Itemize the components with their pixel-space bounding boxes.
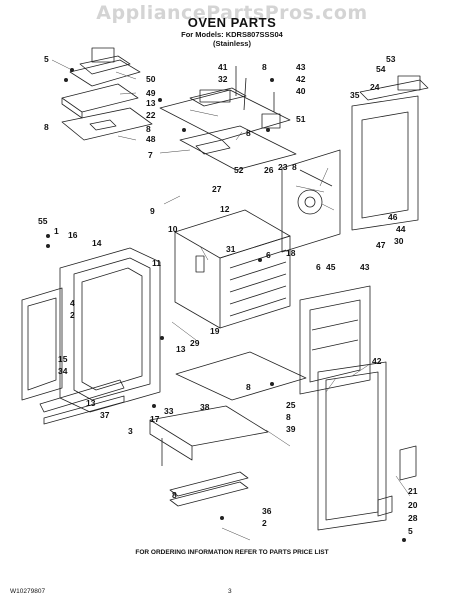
callout-32: 32	[218, 74, 228, 84]
callout-8: 8	[172, 490, 177, 500]
callout-15: 15	[58, 354, 68, 364]
fasteners	[46, 68, 406, 542]
callout-35: 35	[350, 90, 360, 100]
callout-8: 8	[44, 122, 49, 132]
callout-47: 47	[376, 240, 386, 250]
callout-6: 6	[266, 250, 271, 260]
callout-26: 26	[264, 165, 274, 175]
callout-3: 3	[128, 426, 133, 436]
callout-20: 20	[408, 500, 418, 510]
callout-14: 14	[92, 238, 102, 248]
model-line: For Models: KDRS807SSS04	[181, 30, 283, 39]
callout-51: 51	[296, 114, 306, 124]
callout-17: 17	[150, 414, 160, 424]
callout-13: 13	[146, 98, 156, 108]
callout-54: 54	[376, 64, 386, 74]
callout-30: 30	[394, 236, 404, 246]
model-variant: (Stainless)	[213, 39, 251, 48]
callout-50: 50	[146, 74, 156, 84]
callout-9: 9	[150, 206, 155, 216]
callout-25: 25	[286, 400, 296, 410]
callout-8: 8	[286, 412, 291, 422]
callout-13: 13	[86, 398, 96, 408]
callout-55: 55	[38, 216, 48, 226]
callout-12: 12	[220, 204, 230, 214]
callout-18: 18	[286, 248, 296, 258]
callout-22: 22	[146, 110, 156, 120]
callout-39: 39	[286, 424, 296, 434]
callout-45: 45	[326, 262, 336, 272]
callout-13: 13	[176, 344, 186, 354]
callout-1: 1	[54, 226, 59, 236]
callout-28: 28	[408, 513, 418, 523]
callout-5: 5	[44, 54, 49, 64]
leader-lines	[51, 59, 411, 541]
rear-panel-assembly	[281, 75, 429, 253]
callout-21: 21	[408, 486, 418, 496]
callout-16: 16	[68, 230, 78, 240]
callout-42: 42	[372, 356, 382, 366]
callout-33: 33	[164, 406, 174, 416]
callout-44: 44	[396, 224, 406, 234]
callout-43: 43	[296, 62, 306, 72]
callout-2: 2	[262, 518, 267, 528]
callout-8: 8	[246, 128, 251, 138]
top-assembly	[159, 66, 297, 171]
callout-11: 11	[152, 258, 161, 268]
callout-8: 8	[146, 124, 151, 134]
callout-36: 36	[262, 506, 272, 516]
callout-10: 10	[168, 224, 178, 234]
callout-19: 19	[210, 326, 220, 336]
callout-52: 52	[234, 165, 244, 175]
callout-40: 40	[296, 86, 306, 96]
callout-43: 43	[360, 262, 370, 272]
inner-door-liner	[299, 285, 371, 395]
callout-38: 38	[200, 402, 210, 412]
outer-door-glass	[317, 361, 417, 531]
callout-2: 2	[70, 310, 75, 320]
callout-42: 42	[296, 74, 306, 84]
callout-7: 7	[148, 150, 153, 160]
callout-31: 31	[226, 244, 236, 254]
page-number: 3	[228, 588, 232, 595]
bottom-panel-drawer	[149, 351, 307, 507]
watermark: AppliancePartsPros.com	[96, 2, 368, 24]
callout-29: 29	[190, 338, 200, 348]
page-title: OVEN PARTS	[187, 15, 277, 30]
callout-8: 8	[246, 382, 251, 392]
callout-48: 48	[146, 134, 156, 144]
ordering-note: FOR ORDERING INFORMATION REFER TO PARTS …	[135, 549, 329, 556]
oven-cavity	[174, 209, 291, 329]
callout-4: 4	[70, 298, 75, 308]
callout-24: 24	[370, 82, 380, 92]
oven-door-assembly	[21, 247, 161, 425]
callout-46: 46	[388, 212, 398, 222]
callout-5: 5	[408, 526, 413, 536]
callout-8: 8	[292, 162, 297, 172]
document-number: W10279807	[10, 588, 46, 595]
callout-27: 27	[212, 184, 222, 194]
callout-37: 37	[100, 410, 110, 420]
callout-6: 6	[316, 262, 321, 272]
callout-23: 23	[278, 162, 288, 172]
callout-34: 34	[58, 366, 68, 376]
callout-41: 41	[218, 62, 228, 72]
callout-8: 8	[262, 62, 267, 72]
callout-53: 53	[386, 54, 396, 64]
control-bracket-assembly	[61, 47, 153, 141]
callout-49: 49	[146, 88, 156, 98]
